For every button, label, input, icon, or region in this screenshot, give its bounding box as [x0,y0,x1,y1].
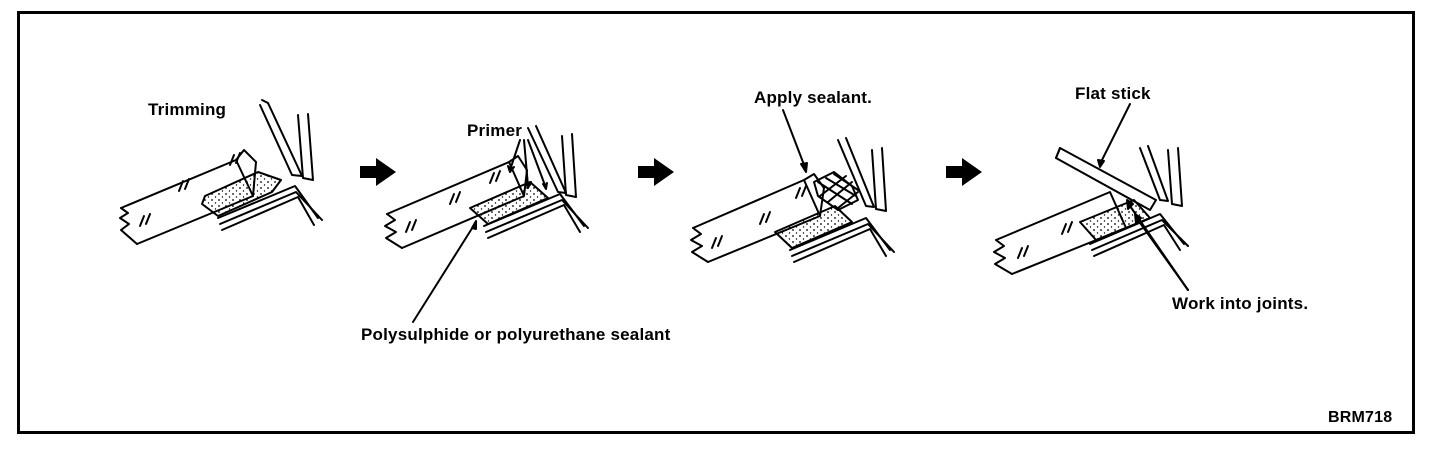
label-sealant-type: Polysulphide or polyurethane sealant [361,325,671,344]
arrow-icon [360,158,396,186]
label-primer: Primer [467,121,523,140]
figure-frame [17,11,1415,434]
step-1-illustration [119,99,323,245]
label-work-into-joints: Work into joints. [1172,294,1309,313]
step-3-illustration [690,109,895,263]
figure-code: BRM718 [1328,409,1393,426]
step-2-illustration [384,125,589,323]
arrow-icon [946,158,982,186]
label-flat-stick: Flat stick [1075,84,1151,103]
label-trimming: Trimming [148,100,227,119]
step-4-illustration [993,103,1189,291]
label-apply-sealant: Apply sealant. [754,88,873,107]
arrow-icon [638,158,674,186]
